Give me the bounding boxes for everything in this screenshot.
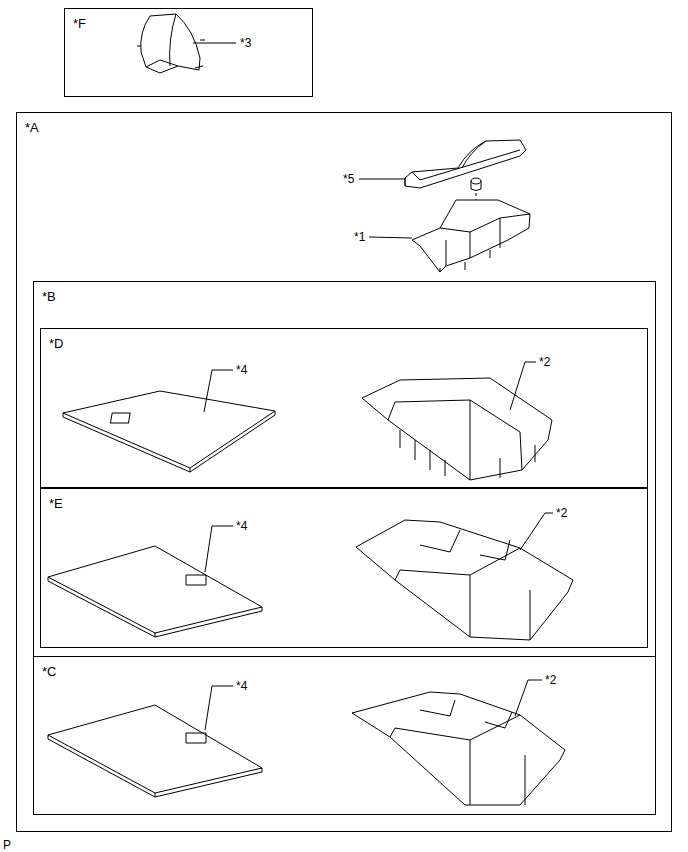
callout-number: *1 <box>353 230 366 244</box>
callout-number: *4 <box>235 679 248 693</box>
tray-part <box>362 362 552 480</box>
region-box: *B *D *E *C <box>33 281 656 815</box>
region-label: *E <box>47 496 65 511</box>
callout-number: *4 <box>235 363 248 377</box>
board-part <box>48 686 262 797</box>
panel-part <box>359 140 526 188</box>
region-box: *F <box>64 8 313 97</box>
region-label: *C <box>40 664 58 679</box>
region-label: *B <box>40 289 58 304</box>
region-label: *A <box>23 120 41 135</box>
region-label: *F <box>71 16 88 31</box>
board-part <box>48 526 262 637</box>
callout-number: *5 <box>342 172 355 186</box>
region-box: *C <box>33 656 656 815</box>
callout-number: *4 <box>235 519 248 533</box>
region-label: *D <box>47 336 65 351</box>
tray-part <box>356 513 573 640</box>
callout-number: *3 <box>239 36 252 50</box>
cover-part <box>137 14 236 73</box>
tray-part <box>369 200 530 272</box>
board-part <box>63 370 275 472</box>
region-box: *A *B *D *E *C <box>16 112 672 832</box>
region-box: *D <box>40 328 648 488</box>
callout-number: *2 <box>544 673 557 687</box>
callout-number: *2 <box>538 355 551 369</box>
figure-code: P <box>2 838 12 852</box>
callout-number: *2 <box>555 506 568 520</box>
tray-part <box>352 680 565 805</box>
